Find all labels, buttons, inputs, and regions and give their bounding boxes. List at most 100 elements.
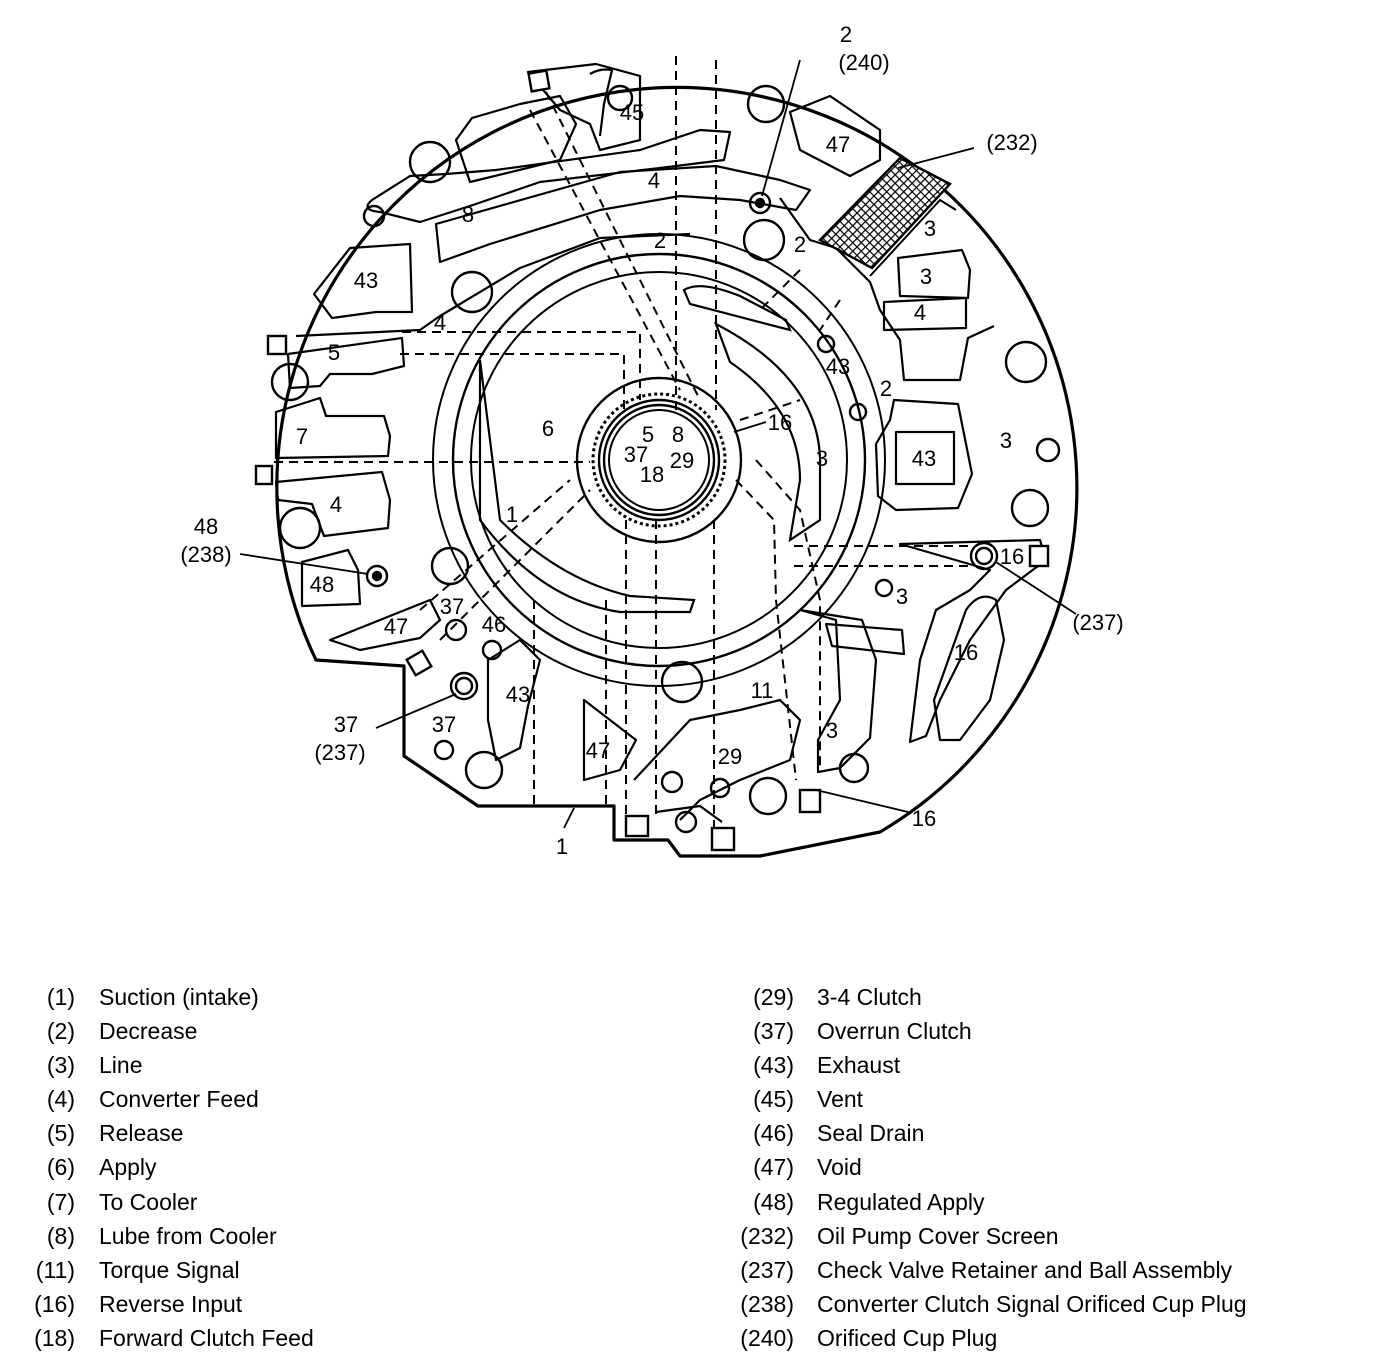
callout-label-co240a: 2 bbox=[840, 22, 852, 47]
legend-label: Void bbox=[817, 1154, 862, 1181]
legend-label: Orificed Cup Plug bbox=[817, 1324, 998, 1351]
legend-item: (3)Line bbox=[0, 1052, 680, 1086]
cup-plug-238 bbox=[365, 564, 389, 588]
legend-code: (43) bbox=[753, 1052, 794, 1079]
callout-label-co1: 1 bbox=[556, 834, 568, 859]
passage-label-p1: 1 bbox=[506, 502, 518, 527]
bolt-hole bbox=[816, 334, 836, 354]
bolt-hole bbox=[674, 810, 698, 834]
passage-label-p43b: 43 bbox=[826, 354, 850, 379]
legend-item: (5)Release bbox=[0, 1120, 680, 1154]
legend-label: Vent bbox=[817, 1086, 864, 1113]
passage-label-p2c: 2 bbox=[880, 376, 892, 401]
callout-label-co48a: 48 bbox=[194, 514, 218, 539]
callout-label-co48b: (238) bbox=[180, 542, 231, 567]
orificed-cup-plug-240 bbox=[748, 191, 772, 215]
callout-label-co37a: 37 bbox=[334, 712, 358, 737]
callout-label-co37b: (237) bbox=[314, 740, 365, 765]
passage-label-p3e: 3 bbox=[896, 584, 908, 609]
bolt-holes bbox=[270, 84, 1061, 834]
legend-item: (11)Torque Signal bbox=[0, 1257, 680, 1291]
legend-code: (37) bbox=[753, 1018, 794, 1045]
legend-label: Exhaust bbox=[817, 1052, 901, 1079]
legend-label: Forward Clutch Feed bbox=[99, 1324, 314, 1351]
legend-item: (1) Suction (intake) bbox=[0, 984, 680, 1018]
passage-label-p2a: 2 bbox=[654, 228, 666, 253]
passage-label-p16b: 16 bbox=[1000, 544, 1024, 569]
legend-item: (16)Reverse Input bbox=[0, 1291, 680, 1325]
legend-item: (43) Exhaust bbox=[700, 1052, 1376, 1086]
legend-item: (232)Oil Pump Cover Screen bbox=[700, 1223, 1376, 1257]
legend-label: Seal Drain bbox=[817, 1120, 925, 1147]
passage-label-p46: 46 bbox=[482, 612, 506, 637]
legend-code: (6) bbox=[46, 1154, 75, 1181]
bolt-hole bbox=[606, 84, 634, 112]
bolt-hole bbox=[746, 84, 786, 124]
legend-label: Release bbox=[99, 1120, 184, 1147]
legend-code: (240) bbox=[740, 1324, 794, 1351]
legend-item: (2)Decrease bbox=[0, 1018, 680, 1052]
bolt-hole bbox=[848, 402, 868, 422]
legend-label: Apply bbox=[99, 1154, 157, 1181]
bolt-hole bbox=[278, 506, 322, 550]
passage-label-p5: 5 bbox=[328, 340, 340, 365]
legend-code: (11) bbox=[35, 1256, 75, 1283]
legend-item: (48) Regulated Apply bbox=[700, 1189, 1376, 1223]
passage-label-p4d: 4 bbox=[330, 492, 342, 517]
passage-label-p29: 29 bbox=[718, 744, 742, 769]
passage-label-p37a: 37 bbox=[440, 594, 464, 619]
legend-item: (7)To Cooler bbox=[0, 1189, 680, 1223]
legend-label: 3-4 Clutch bbox=[817, 984, 922, 1010]
passage-label-p43a: 43 bbox=[354, 268, 378, 293]
passage-label-p3b: 3 bbox=[920, 264, 932, 289]
passage-label-p16a: 16 bbox=[768, 410, 792, 435]
passage-label-p45: 45 bbox=[620, 100, 644, 125]
legend-label: Regulated Apply bbox=[817, 1188, 985, 1215]
bolt-hole bbox=[1035, 437, 1061, 463]
bolt-hole bbox=[450, 270, 494, 314]
legend-code: (3) bbox=[46, 1052, 75, 1079]
bolt-hole bbox=[1004, 340, 1048, 384]
bolt-hole bbox=[481, 639, 503, 661]
bolt-hole bbox=[408, 140, 452, 184]
legend-label: Reverse Input bbox=[99, 1290, 243, 1317]
legend-code: (4) bbox=[46, 1086, 75, 1113]
check-valve-237-right bbox=[969, 541, 999, 571]
passage-label-p3f: 3 bbox=[826, 718, 838, 743]
passage-label-c18: 18 bbox=[640, 462, 664, 487]
bolt-hole bbox=[709, 777, 731, 799]
passage-label-p2b: 2 bbox=[794, 232, 806, 257]
passage-label-p4b: 4 bbox=[914, 300, 926, 325]
passage-label-p3a: 3 bbox=[924, 216, 936, 241]
passage-label-p4c: 4 bbox=[434, 310, 446, 335]
legend-code: (2) bbox=[46, 1018, 75, 1045]
bolt-hole bbox=[660, 770, 684, 794]
passage-label-c29: 29 bbox=[670, 448, 694, 473]
pump-cover-outline bbox=[275, 85, 1079, 858]
passage-label-p43c: 43 bbox=[912, 446, 936, 471]
legend-code: (1) bbox=[46, 984, 75, 1010]
passage-label-p16c: 16 bbox=[954, 640, 978, 665]
passage-label-p7: 7 bbox=[296, 424, 308, 449]
legend-item: (4)Converter Feed bbox=[0, 1086, 680, 1120]
legend-code: (29) bbox=[753, 984, 794, 1010]
passage-outlines bbox=[274, 62, 1048, 823]
legend-label: To Cooler bbox=[99, 1188, 198, 1215]
center-hub bbox=[432, 233, 886, 687]
bolt-hole bbox=[660, 660, 704, 704]
passage-label-p48: 48 bbox=[310, 572, 334, 597]
passage-label-p4a: 4 bbox=[648, 168, 660, 193]
passage-label-p47a: 47 bbox=[826, 132, 850, 157]
passage-label-p11: 11 bbox=[751, 678, 774, 703]
passage-label-p8: 8 bbox=[462, 202, 474, 227]
legend-item: (45)Vent bbox=[700, 1086, 1376, 1120]
legend-code: (48) bbox=[753, 1188, 794, 1215]
callout-label-co232: (232) bbox=[986, 130, 1037, 155]
callout-labels: 2(240)(232)48(238)(237)37(237)116 bbox=[180, 22, 1123, 859]
legend-label: Suction (intake) bbox=[99, 984, 259, 1010]
callout-label-co240b: (240) bbox=[838, 50, 889, 75]
legend-label: Converter Clutch Signal Orificed Cup Plu… bbox=[817, 1290, 1247, 1317]
passage-label-p6: 6 bbox=[542, 416, 554, 441]
leader-lines bbox=[239, 59, 1077, 829]
